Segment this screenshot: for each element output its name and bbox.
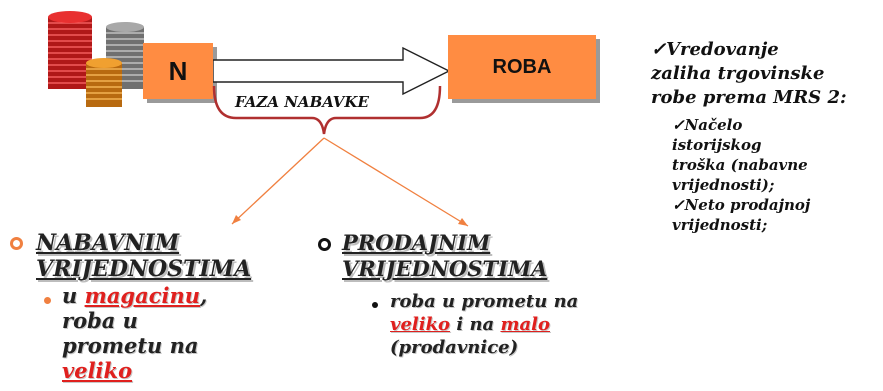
right-heading-text1: Vredovanje: [666, 39, 779, 60]
right-items: ✓Načelo istorijskog troška (nabavne vrij…: [672, 115, 810, 235]
left-sub-veliko: veliko: [62, 358, 133, 383]
phase-label: FAZA NABAVKE: [235, 93, 369, 111]
right-item2-text1: Neto prodajnoj: [684, 196, 811, 214]
left-sub-bullet: u magacinu, roba u prometu na veliko: [62, 283, 207, 383]
middle-bullet-marker: [318, 238, 331, 251]
middle-sub-bullet: roba u prometu na veliko i na malo (prod…: [390, 290, 578, 359]
middle-sub-line3: (prodavnice): [390, 337, 519, 358]
left-bullet-title: NABAVNIM VRIJEDNOSTIMA: [36, 230, 251, 282]
left-sub-comma: ,: [200, 283, 208, 308]
left-bullet-title-line1: NABAVNIM: [36, 230, 180, 256]
left-bullet-title-line2: VRIJEDNOSTIMA: [36, 256, 252, 282]
check-icon: ✓: [672, 196, 685, 214]
left-sub-line3: prometu na: [62, 333, 199, 358]
right-heading-line3: robe prema MRS 2:: [651, 87, 847, 108]
left-sub-magacinu: magacinu: [84, 283, 201, 308]
middle-sub-line1: roba u prometu na: [390, 291, 579, 312]
branch-left-arrowhead: [232, 215, 241, 224]
right-item1-line1: ✓Načelo: [672, 115, 810, 135]
check-icon: ✓: [672, 116, 685, 134]
branch-right-arrowhead: [458, 218, 468, 226]
left-sub-line2: roba u: [62, 308, 138, 333]
middle-sub-i-na: i na: [450, 314, 501, 335]
right-item1-line3: troška (nabavne: [672, 156, 808, 174]
arrow-n-to-roba: [213, 46, 451, 96]
box-roba-label: ROBA: [492, 55, 552, 78]
middle-bullet-title: PRODAJNIM VRIJEDNOSTIMA: [342, 230, 547, 282]
red-coin-stack: [48, 11, 92, 89]
coin-stacks-illustration: [48, 11, 144, 107]
curly-brace: [212, 85, 442, 135]
left-bullet-marker: [10, 237, 23, 250]
right-item1-line2: istorijskog: [672, 136, 762, 154]
branch-left-line: [231, 137, 325, 225]
right-item1-line4: vrijednosti);: [672, 176, 775, 194]
branch-right-line: [323, 137, 469, 227]
right-heading-line2: zaliha trgovinske: [651, 63, 825, 84]
middle-sub-veliko: veliko: [390, 314, 451, 335]
box-roba: ROBA: [448, 35, 596, 99]
right-heading-line1: ✓Vredovanje: [651, 38, 847, 62]
middle-sub-bullet-marker: [372, 302, 378, 308]
middle-sub-line2: veliko i na malo: [390, 313, 578, 336]
gold-coin-stack: [86, 58, 122, 107]
left-sub-line1: u magacinu,: [62, 283, 207, 308]
middle-sub-malo: malo: [500, 314, 551, 335]
right-item2-line2: vrijednosti;: [672, 216, 768, 234]
left-sub-bullet-marker: [44, 297, 51, 304]
right-item1-text1: Načelo: [684, 116, 743, 134]
right-item2-line1: ✓Neto prodajnoj: [672, 195, 810, 215]
middle-bullet-title-line1: PRODAJNIM: [342, 230, 491, 255]
right-heading: ✓Vredovanje zaliha trgovinske robe prema…: [651, 38, 847, 110]
check-icon: ✓: [651, 39, 667, 60]
box-n: N: [143, 43, 213, 99]
left-sub-u: u: [62, 283, 85, 308]
middle-bullet-title-line2: VRIJEDNOSTIMA: [342, 256, 548, 281]
box-n-label: N: [168, 55, 188, 86]
